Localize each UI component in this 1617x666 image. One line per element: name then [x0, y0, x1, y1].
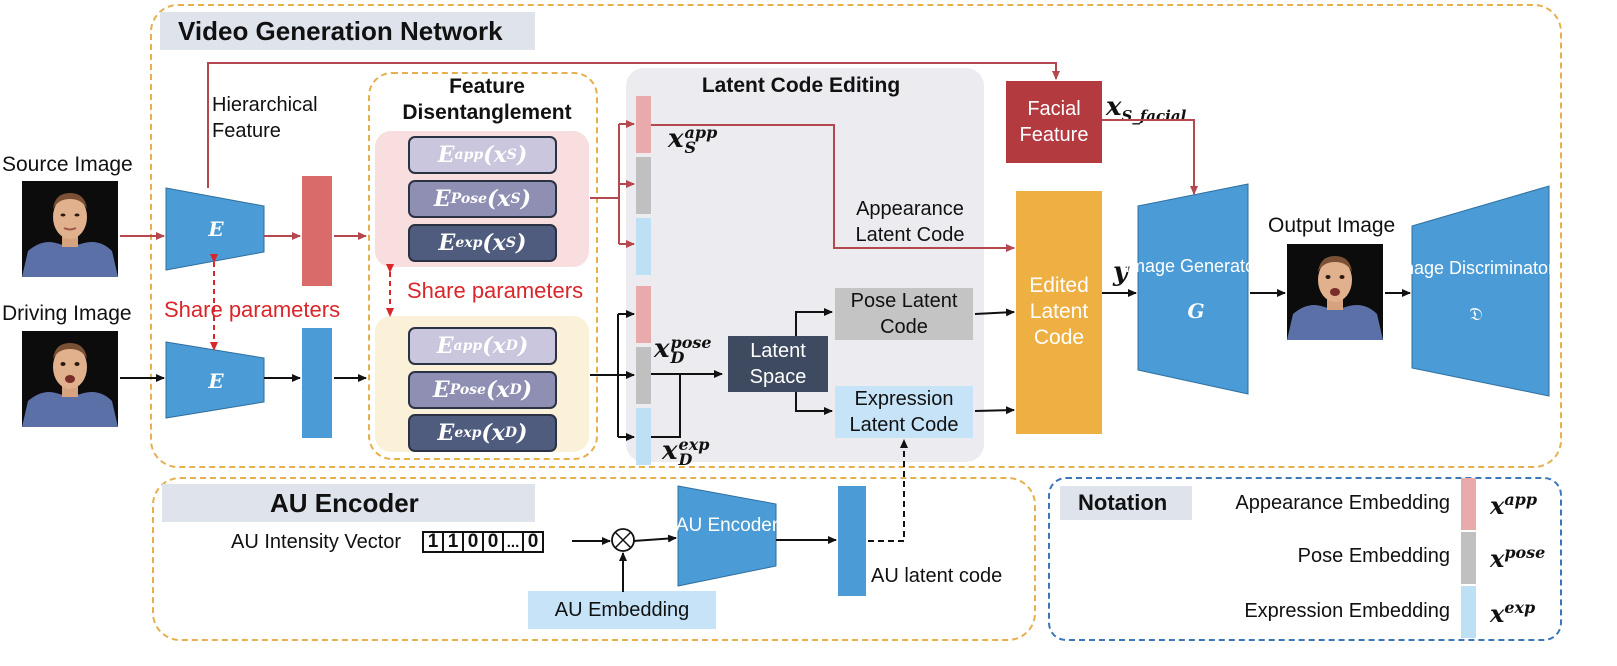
x-s-label: xS — [302, 216, 330, 250]
x-s-facial-label: xS_facial — [1106, 92, 1187, 126]
notation-swatch-expression — [1461, 586, 1476, 638]
au-intensity-vector: 1 1 0 0 ... 0 — [422, 531, 544, 553]
video-generation-title: Video Generation Network — [160, 12, 535, 50]
output-image-label: Output Image — [1268, 214, 1396, 237]
notation-title: Notation — [1060, 486, 1192, 520]
driving-exp-embedding — [636, 408, 651, 465]
driving-pose-embedding — [636, 347, 651, 404]
latent-space-block: Latent Space — [728, 336, 828, 392]
au-encoder-title: AU Encoder — [162, 484, 535, 522]
au-bit: 0 — [522, 531, 544, 553]
au-intensity-vector-label: AU Intensity Vector — [231, 531, 402, 553]
share-parameters-left: Share parameters — [164, 297, 341, 322]
notation-symbol-expression: xexp — [1490, 598, 1536, 628]
hierarchical-feature-label: Hierarchical Feature — [212, 94, 318, 142]
notation-label-appearance: Appearance Embedding — [1235, 492, 1450, 514]
driving-image-label: Driving Image — [2, 302, 132, 325]
source-image — [22, 181, 118, 277]
share-parameters-middle: Share parameters — [407, 278, 584, 303]
appearance-latent-code-label: Appearance Latent Code — [855, 198, 965, 246]
driving-image — [22, 331, 118, 427]
notation-label-expression: Expression Embedding — [1244, 600, 1450, 622]
notation-symbol-appearance: xapp — [1490, 490, 1538, 520]
au-embedding-block: AU Embedding — [528, 591, 716, 629]
notation-label-pose: Pose Embedding — [1297, 545, 1450, 567]
au-encoder-frame — [152, 477, 1036, 641]
au-bit: 1 — [442, 531, 464, 553]
source-image-label: Source Image — [2, 153, 133, 176]
edited-latent-code-block: Edited Latent Code — [1016, 191, 1102, 434]
au-bit: 0 — [482, 531, 504, 553]
notation-swatch-appearance — [1461, 478, 1476, 530]
x-d-label: xD — [302, 366, 332, 400]
notation-swatch-pose — [1461, 532, 1476, 584]
latent-code-editing-title: Latent Code Editing — [701, 74, 901, 97]
au-bit: 1 — [422, 531, 444, 553]
output-image — [1287, 244, 1383, 340]
facial-feature-block: Facial Feature — [1006, 81, 1102, 163]
feature-disentanglement-title: Feature Disentanglement — [402, 75, 572, 124]
y-label: y — [1113, 257, 1129, 287]
pose-latent-code: Pose Latent Code — [835, 288, 973, 340]
driving-app-embedding — [636, 286, 651, 343]
notation-frame — [1048, 477, 1562, 641]
notation-symbol-pose: xpose — [1490, 543, 1546, 573]
source-app-embedding — [636, 96, 651, 153]
au-bit: 0 — [462, 531, 484, 553]
source-exp-embedding — [636, 218, 651, 275]
source-pose-embedding — [636, 157, 651, 214]
expression-latent-code: Expression Latent Code — [835, 386, 973, 438]
au-bit: ... — [502, 531, 524, 553]
au-latent-code-label: AU latent code — [871, 565, 1003, 587]
